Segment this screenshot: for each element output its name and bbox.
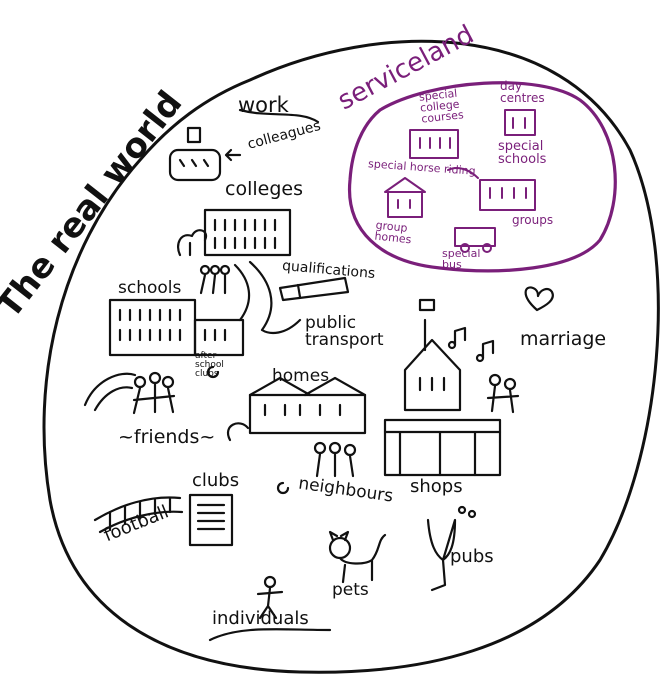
schools-building-icon	[108, 298, 245, 357]
church-icon	[403, 298, 462, 412]
clubs-label: clubs	[192, 470, 240, 491]
shops-building-icon	[383, 418, 502, 477]
day-centres-label: day centres	[500, 79, 545, 105]
special-schools-label: special schools	[498, 139, 547, 167]
group-home-roof-icon	[384, 177, 426, 193]
work-label: work	[238, 93, 289, 117]
real-world-boundary	[42, 39, 660, 674]
serviceland-drawings	[384, 109, 536, 253]
friends-people-icon	[132, 371, 176, 415]
neighbours-people-icon	[313, 441, 357, 478]
road	[233, 260, 302, 335]
group-homes-label: group homes	[373, 218, 412, 247]
special-college-building-icon	[409, 129, 459, 159]
individuals-swoosh	[208, 628, 332, 642]
day-centre-building-icon	[504, 109, 536, 136]
shops-label: shops	[410, 476, 463, 497]
schools-label: schools	[118, 278, 182, 298]
friends-swoosh	[83, 372, 137, 412]
public-transport-label: public transport	[305, 313, 384, 350]
after-school-spiral	[206, 365, 220, 379]
homes-label: homes	[272, 366, 330, 386]
football-scarf-icon	[93, 496, 184, 534]
work-underline	[238, 108, 320, 124]
colleges-label: colleges	[225, 178, 303, 200]
music-notes-icon	[447, 326, 495, 363]
special-bus-label: special bus	[442, 247, 481, 271]
marriage-label: marriage	[520, 328, 607, 350]
groups-label: groups	[512, 213, 554, 227]
homes-building-icon	[227, 376, 367, 442]
colleges-building-icon	[176, 208, 292, 257]
cat-pet-icon	[328, 530, 387, 584]
neighbours-spiral	[276, 481, 290, 495]
pubs-label: pubs	[450, 546, 494, 567]
friends-label: ~friends~	[118, 426, 216, 448]
couple-people-icon	[486, 373, 520, 414]
horse-riding-icon	[447, 167, 479, 179]
special-school-building-icon	[479, 179, 536, 211]
special-bus-icon	[454, 227, 496, 247]
schools-children-icon	[199, 264, 231, 295]
individual-person-icon	[256, 575, 284, 620]
clubs-certificate-icon	[188, 493, 234, 547]
pets-label: pets	[332, 580, 369, 600]
work-building-icon	[168, 126, 242, 182]
qualification-scroll-icon	[278, 276, 350, 302]
heart-icon	[524, 286, 554, 312]
individuals-label: individuals	[212, 608, 309, 629]
pub-glass-icon	[426, 505, 477, 592]
serviceland-boundary	[347, 81, 617, 273]
after-school-clubs-label: after school clubs	[195, 351, 224, 379]
